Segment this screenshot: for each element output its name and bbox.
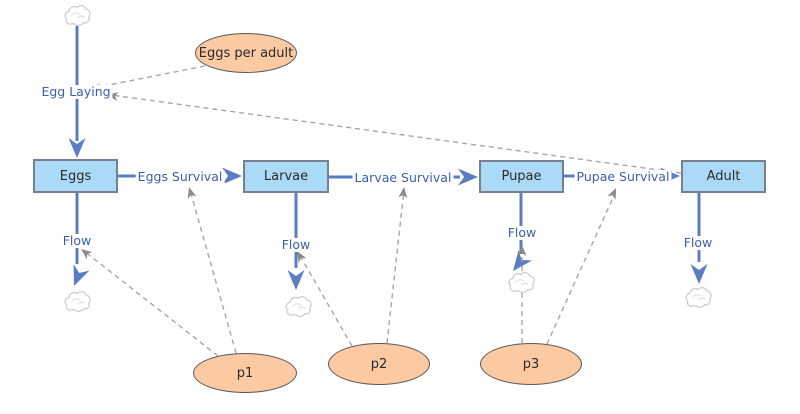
flow-label-egg-laying[interactable]: Egg Laying — [39, 84, 113, 99]
flow-label-pupae-survival[interactable]: Pupae Survival — [574, 169, 672, 184]
cloud-icon[interactable] — [64, 291, 91, 312]
param-p3[interactable]: p3 — [480, 343, 582, 385]
eggs-outflow-line[interactable] — [66, 193, 90, 289]
link-p2-to-larvae-outflow[interactable] — [293, 249, 353, 347]
stock-larvae[interactable]: Larvae — [243, 160, 329, 193]
flow-label-eggs-outflow[interactable]: Flow — [60, 233, 94, 248]
link-adult-to-egg-laying[interactable] — [106, 91, 682, 174]
cloud-icon[interactable] — [508, 272, 535, 293]
adult-outflow-line[interactable] — [690, 193, 708, 284]
stock-pupae[interactable]: Pupae — [479, 160, 564, 193]
stock-adult[interactable]: Adult — [681, 160, 766, 193]
cloud-icon[interactable] — [64, 5, 91, 26]
flow-label-eggs-survival[interactable]: Eggs Survival — [135, 169, 225, 184]
param-p2[interactable]: p2 — [328, 343, 430, 385]
flow-label-larvae-survival[interactable]: Larvae Survival — [352, 170, 454, 185]
stock-eggs[interactable]: Eggs — [33, 159, 118, 193]
egg-laying-flow-line[interactable] — [68, 26, 86, 158]
param-eggs-per-adult[interactable]: Eggs per adult — [195, 33, 297, 73]
link-p1-to-eggs-outflow[interactable] — [78, 245, 219, 357]
cloud-icon[interactable] — [285, 296, 312, 317]
flow-label-larvae-outflow[interactable]: Flow — [279, 237, 313, 252]
param-p1[interactable]: p1 — [193, 353, 297, 393]
link-p1-to-eggs-survival[interactable] — [185, 186, 237, 354]
flow-label-pupae-outflow[interactable]: Flow — [505, 225, 539, 240]
flow-label-adult-outflow[interactable]: Flow — [681, 235, 715, 250]
cloud-icon[interactable] — [685, 287, 712, 308]
link-p3-to-pupae-outflow[interactable] — [517, 245, 527, 343]
larvae-outflow-line[interactable] — [287, 193, 305, 290]
link-p3-to-pupae-survival[interactable] — [546, 186, 620, 345]
link-p2-to-larvae-survival[interactable] — [386, 187, 408, 344]
